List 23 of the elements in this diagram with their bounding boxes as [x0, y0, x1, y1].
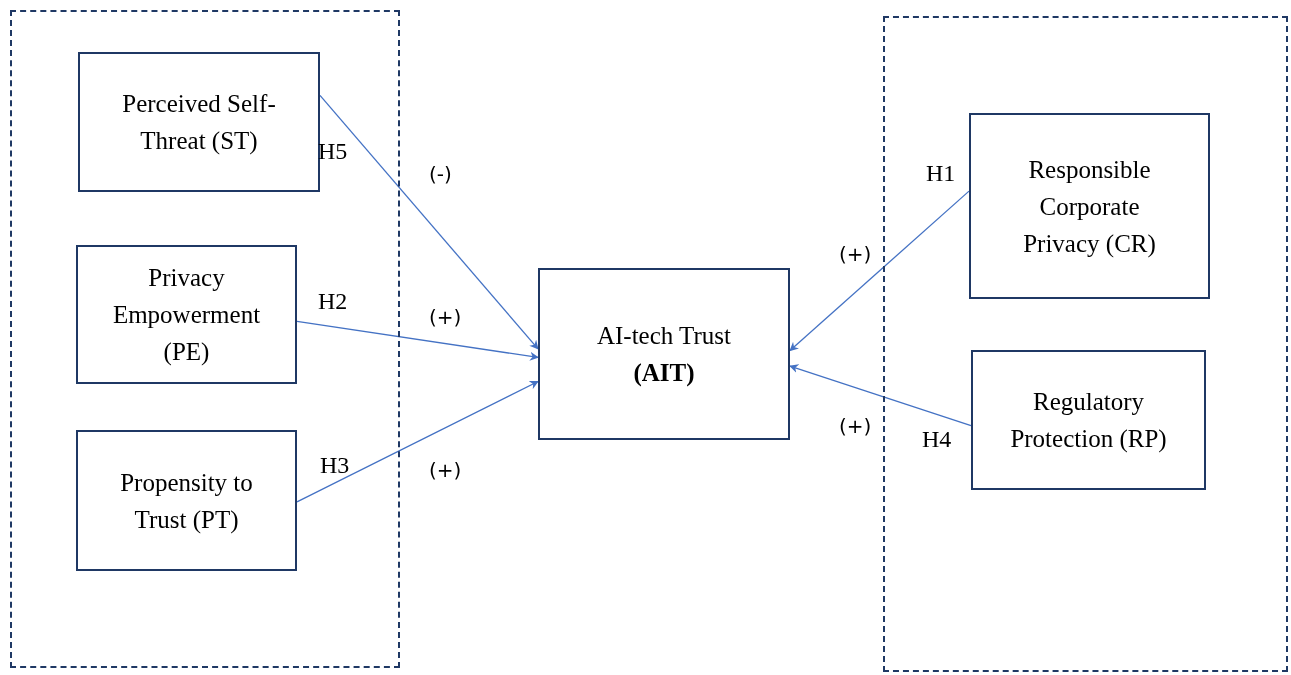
- arrow: [789, 190, 970, 352]
- construct-box: [971, 350, 1206, 490]
- hypothesis-label: H1: [926, 160, 956, 187]
- arrow: [789, 364, 972, 427]
- dashed-group-box: [10, 10, 400, 668]
- construct-label: Propensity to Trust (PT): [119, 467, 254, 536]
- hypothesis-label: H4: [922, 426, 952, 453]
- construct-label: AI-tech Trust (AIT): [595, 321, 732, 389]
- arrow: [319, 94, 539, 350]
- dashed-group-box: [883, 16, 1288, 672]
- construct-label: Perceived Self-Threat (ST): [121, 89, 277, 157]
- construct-box: [538, 268, 790, 440]
- construct-label: Regulatory Protection (RP): [1009, 387, 1168, 455]
- construct-box: [78, 52, 320, 192]
- arrow: [296, 320, 539, 361]
- construct-box: [76, 430, 297, 571]
- construct-box: [76, 245, 297, 384]
- construct-box: [969, 113, 1210, 299]
- construct-label: Privacy Empowerment (PE): [111, 263, 262, 368]
- hypothesis-label: H3: [320, 452, 350, 479]
- arrow: [296, 380, 539, 503]
- hypothesis-label: H2: [318, 288, 348, 315]
- construct-label: Responsible Corporate Privacy (CR): [1022, 154, 1157, 260]
